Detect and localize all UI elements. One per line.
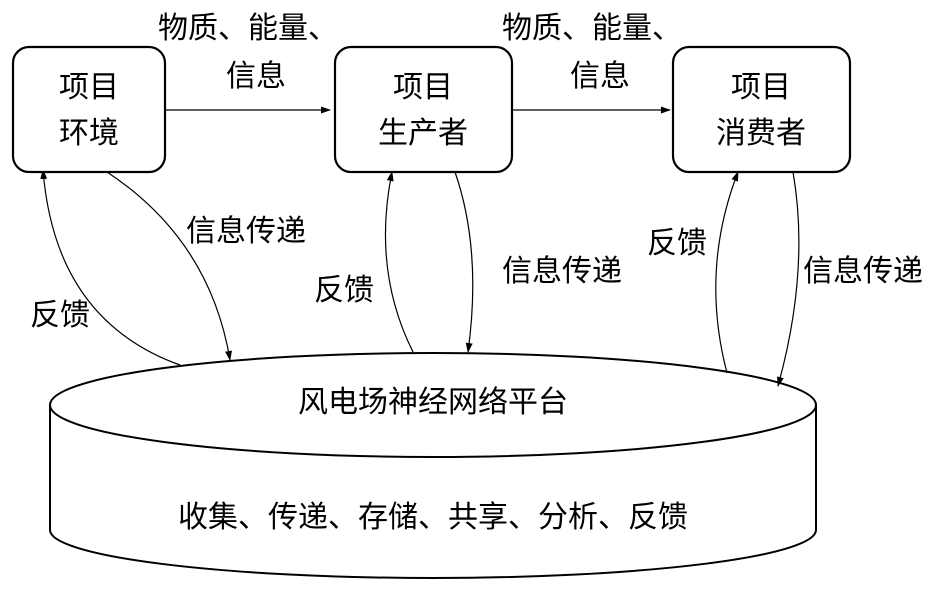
node-producer: 项目 生产者 bbox=[333, 45, 514, 174]
node-consumer-line1: 项目 bbox=[731, 70, 791, 105]
label-env-feedback: 反馈 bbox=[30, 298, 90, 333]
node-environment-box bbox=[11, 45, 167, 174]
arrow-env-info-transfer bbox=[106, 171, 232, 361]
cylinder-top bbox=[49, 352, 817, 458]
platform-title: 风电场神经网络平台 bbox=[298, 385, 568, 420]
label-producer-info-transfer: 信息传递 bbox=[502, 254, 622, 289]
node-producer-box bbox=[333, 45, 514, 174]
arrow-consumer-feedback bbox=[715, 171, 739, 374]
platform-cylinder: 风电场神经网络平台 收集、传递、存储、共享、分析、反馈 bbox=[49, 352, 817, 579]
flow-label-producer-consumer-line2: 信息 bbox=[570, 59, 630, 94]
arrow-env-feedback bbox=[40, 169, 181, 366]
label-env-info-transfer: 信息传递 bbox=[186, 214, 306, 249]
platform-functions: 收集、传递、存储、共享、分析、反馈 bbox=[178, 500, 688, 535]
flow-label-producer-consumer-line1: 物质、能量、 bbox=[502, 11, 682, 46]
arrow-producer-info-transfer bbox=[454, 171, 474, 353]
node-environment: 项目 环境 bbox=[11, 45, 167, 174]
node-environment-line1: 项目 bbox=[59, 70, 119, 105]
arrow-consumer-info-transfer bbox=[777, 171, 800, 387]
label-consumer-feedback: 反馈 bbox=[647, 226, 707, 261]
node-environment-line2: 环境 bbox=[59, 116, 119, 151]
node-consumer-line2: 消费者 bbox=[716, 116, 806, 151]
node-consumer-box bbox=[671, 45, 852, 174]
node-consumer: 项目 消费者 bbox=[671, 45, 852, 174]
label-consumer-info-transfer: 信息传递 bbox=[803, 254, 923, 289]
label-producer-feedback: 反馈 bbox=[314, 273, 374, 308]
node-producer-line1: 项目 bbox=[393, 70, 453, 105]
arrow-producer-feedback bbox=[384, 171, 414, 353]
flow-label-env-producer-line2: 信息 bbox=[226, 59, 286, 94]
node-producer-line2: 生产者 bbox=[378, 116, 468, 151]
flow-label-env-producer-line1: 物质、能量、 bbox=[158, 11, 338, 46]
